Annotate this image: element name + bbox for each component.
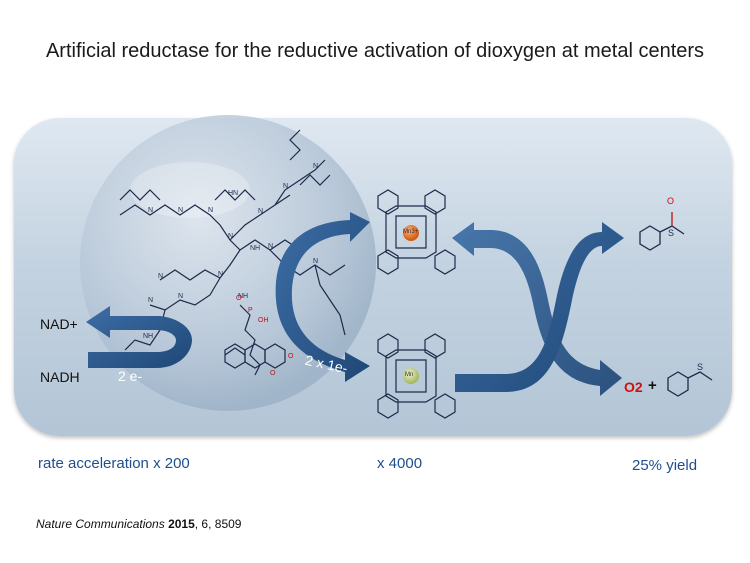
- svg-text:NH: NH: [250, 245, 260, 252]
- two-electron-label: 2 e-: [118, 368, 143, 384]
- svg-text:N: N: [228, 233, 233, 240]
- nadh-oxidation-arrow: [86, 306, 192, 368]
- electron-transfer-arrow: [275, 212, 370, 382]
- sulfoxide-sulfur-label: S: [668, 228, 675, 238]
- svg-text:O: O: [270, 370, 276, 377]
- x4000-label: x 4000: [377, 455, 423, 472]
- svg-text:O: O: [288, 353, 294, 360]
- svg-text:N: N: [313, 258, 318, 265]
- svg-text:O: O: [236, 295, 242, 302]
- mn3-label: Mn3+: [403, 229, 419, 235]
- citation-details: , 6, 8509: [194, 517, 242, 531]
- sulfide-structure: [667, 371, 713, 397]
- svg-text:HN: HN: [228, 190, 238, 197]
- citation: Nature Communications 2015, 6, 8509: [36, 517, 241, 531]
- svg-text:N: N: [148, 207, 153, 214]
- svg-text:N: N: [313, 163, 318, 170]
- yield-label: 25% yield: [632, 457, 698, 474]
- svg-text:N: N: [283, 183, 288, 190]
- nadh-label: NADH: [40, 369, 80, 385]
- reduction-arrow: [452, 222, 622, 396]
- plus-sign: +: [648, 377, 657, 394]
- mn-label: Mn: [405, 372, 414, 378]
- svg-text:N: N: [178, 207, 183, 214]
- porphyrin-mn3: [377, 189, 456, 275]
- svg-text:OH: OH: [258, 317, 269, 324]
- o2-label: O2: [624, 379, 643, 395]
- porphyrin-mn: [377, 333, 456, 419]
- mn-center: [403, 368, 419, 384]
- svg-text:N: N: [208, 207, 213, 214]
- rate-acceleration-label: rate acceleration x 200: [38, 455, 190, 472]
- sulfoxide-oxygen-label: O: [667, 196, 675, 206]
- nad-plus-label: NAD+: [40, 316, 78, 332]
- svg-text:P: P: [248, 307, 253, 314]
- svg-text:N: N: [158, 273, 163, 280]
- citation-journal: Nature Communications: [36, 517, 165, 531]
- svg-text:N: N: [148, 297, 153, 304]
- svg-text:N: N: [258, 208, 263, 215]
- citation-year: 2015: [168, 517, 195, 531]
- sulfide-sulfur-label: S: [697, 362, 704, 372]
- page-title: Artificial reductase for the reductive a…: [45, 40, 705, 62]
- oxidation-arrow: [455, 222, 624, 392]
- svg-text:N: N: [268, 243, 273, 250]
- sulfoxide-structure: [639, 212, 685, 251]
- mn3-center: [403, 225, 419, 241]
- svg-text:NH: NH: [238, 293, 248, 300]
- svg-text:N: N: [178, 293, 183, 300]
- svg-text:N: N: [218, 271, 223, 278]
- svg-text:NH: NH: [143, 333, 153, 340]
